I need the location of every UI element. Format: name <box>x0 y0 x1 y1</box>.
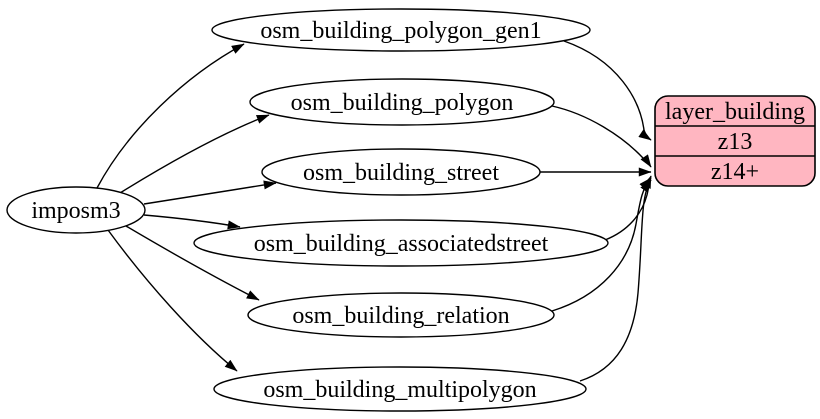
table-label: osm_building_relation <box>292 303 509 329</box>
table-label: osm_building_associatedstreet <box>254 231 549 257</box>
layer-record-box <box>654 95 816 187</box>
node-osm_building_multipolygon: osm_building_multipolygon <box>213 366 587 412</box>
table-ellipse <box>211 8 591 52</box>
edges-from-source <box>96 43 277 372</box>
table-label: osm_building_polygon_gen1 <box>260 18 541 44</box>
edges-to-layer <box>540 40 652 382</box>
edge-imposm3-to-osm_building_relation <box>125 225 260 301</box>
node-layer_building: layer_building z13 z14+ <box>654 95 816 187</box>
node-osm_building_relation: osm_building_relation <box>247 292 555 338</box>
node-osm_building_associatedstreet: osm_building_associatedstreet <box>193 219 609 267</box>
table-label: osm_building_multipolygon <box>263 377 536 403</box>
table-label: osm_building_polygon <box>291 90 514 116</box>
table-ellipse <box>249 78 555 126</box>
edge-imposm3-to-osm_building_street <box>143 180 277 205</box>
node-osm_building_street: osm_building_street <box>261 148 541 196</box>
zoom-row-z14plus-label: z14+ <box>711 159 759 185</box>
imposm3-label: imposm3 <box>31 198 120 224</box>
imposm3-ellipse <box>6 186 146 234</box>
zoom-row-z13-label: z13 <box>718 129 753 155</box>
table-label: osm_building_street <box>303 160 499 186</box>
edge-imposm3-to-osm_building_associatedstreet <box>143 214 241 230</box>
edge-osm_building_associatedstreet-to-z14plus <box>604 175 652 241</box>
edge-osm_building_multipolygon-to-z14plus <box>579 179 652 382</box>
edge-imposm3-to-osm_building_polygon <box>119 114 270 194</box>
node-osm_building_polygon_gen1: osm_building_polygon_gen1 <box>211 8 591 52</box>
table-ellipse <box>261 148 541 196</box>
layer-title-label: layer_building <box>665 99 805 125</box>
node-osm_building_polygon: osm_building_polygon <box>249 78 555 126</box>
edge-osm_building_polygon-to-z14plus <box>551 105 652 168</box>
table-ellipse <box>193 219 609 267</box>
table-ellipse <box>247 292 555 338</box>
edge-osm_building_polygon_gen1-to-z13 <box>563 40 652 141</box>
edge-imposm3-to-osm_building_multipolygon <box>107 229 238 372</box>
table-ellipse <box>213 366 587 412</box>
edge-imposm3-to-osm_building_polygon_gen1 <box>96 43 245 189</box>
node-imposm3: imposm3 <box>6 186 146 234</box>
